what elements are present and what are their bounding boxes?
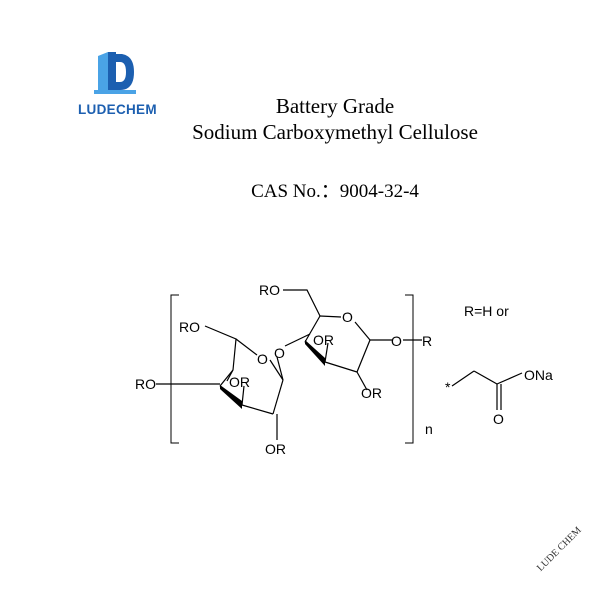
label-ro-top: RO [259, 282, 280, 298]
label-or-left-bottom: OR [265, 441, 286, 457]
title-line-2: Sodium Carboxymethyl Cellulose [192, 120, 478, 144]
label-or-left-mid: OR [229, 374, 250, 390]
cas-value: 9004-32-4 [339, 181, 419, 202]
logo-wordmark: LUDECHEM [78, 102, 157, 117]
label-ro-left: RO [135, 376, 156, 392]
label-ro-left-ch2: RO [179, 319, 200, 335]
label-bridge-oxygen: O [274, 345, 285, 361]
label-n-subscript: n [425, 421, 433, 437]
label-ona: ONa [524, 367, 553, 383]
label-carbonyl-oxygen: O [493, 411, 504, 427]
label-or-right-bottom: OR [361, 385, 382, 401]
ludechem-logo: LUDECHEM [78, 50, 158, 122]
ludechem-logo-icon [94, 52, 136, 94]
cas-label: CAS No.： [251, 181, 340, 202]
label-ring-oxygen-top: O [342, 309, 353, 325]
bracket-left [170, 294, 179, 444]
structure-labels: RO O OR O R RO O O RO OR OR OR n R=H or … [135, 282, 553, 457]
label-glycosidic-oxygen: O [391, 333, 402, 349]
label-or-top-mid: OR [313, 332, 334, 348]
label-r-end: R [422, 333, 432, 349]
bracket-right [405, 294, 414, 444]
title-line-1: Battery Grade [275, 94, 395, 118]
label-ring-oxygen-left: O [257, 351, 268, 367]
label-r-definition: R=H or [464, 303, 509, 319]
label-star: * [445, 379, 451, 395]
cas-number: CAS No.：9004-32-4 [150, 176, 520, 203]
structure-wedges [220, 340, 325, 409]
